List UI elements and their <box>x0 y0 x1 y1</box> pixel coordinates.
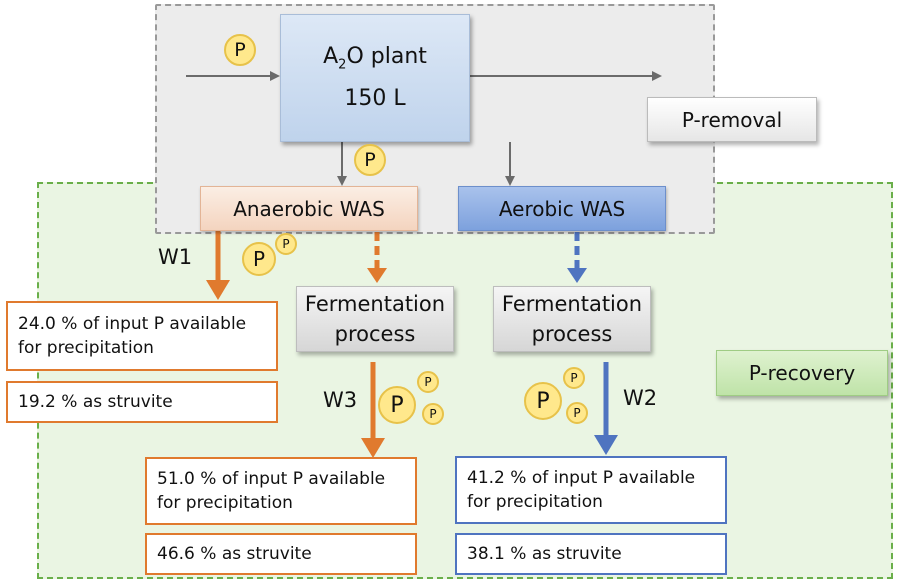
phosphorus-icon: P <box>524 382 562 420</box>
w2-available-line1: 41.2 % of input P available <box>467 468 696 488</box>
anaerobic-to-fermentation-arrow-head <box>367 268 387 283</box>
fermentation-box-aerobic: Fermentation process <box>493 286 651 352</box>
w2-available-box: 41.2 % of input P available for precipit… <box>455 456 727 524</box>
fermentation-label-line1: Fermentation <box>304 292 446 316</box>
w1-struvite-box: 19.2 % as struvite <box>6 381 278 423</box>
phosphorus-icon: P <box>224 34 256 66</box>
w2-arrow-head <box>594 435 618 455</box>
w3-label: W3 <box>323 388 358 412</box>
w2-struvite-box: 38.1 % as struvite <box>455 533 727 575</box>
w3-available-line2: for precipitation <box>157 493 293 513</box>
plant-title: A2O plant <box>323 43 427 73</box>
anaerobic-was-box: Anaerobic WAS <box>200 186 418 231</box>
w1-arrow-head <box>206 280 230 300</box>
phosphorus-icon: P <box>378 386 416 424</box>
phosphorus-icon-small: P <box>566 402 588 424</box>
w3-available-line1: 51.0 % of input P available <box>157 469 386 489</box>
phosphorus-icon-small: P <box>563 367 585 389</box>
w3-available-box: 51.0 % of input P available for precipit… <box>145 457 417 525</box>
w1-available-box: 24.0 % of input P available for precipit… <box>6 301 278 371</box>
plant-volume: 150 L <box>344 86 406 112</box>
phosphorus-icon: P <box>354 144 386 176</box>
w1-available-line2: for precipitation <box>18 338 154 358</box>
phosphorus-icon: P <box>242 242 276 276</box>
fermentation-label-line1: Fermentation <box>501 292 643 316</box>
w1-available-line1: 24.0 % of input P available <box>18 314 247 334</box>
phosphorus-icon-small: P <box>275 233 297 255</box>
w2-label: W2 <box>623 386 658 410</box>
fermentation-label-line2: process <box>531 322 613 346</box>
w2-available-line2: for precipitation <box>467 492 603 512</box>
fermentation-box-anaerobic: Fermentation process <box>296 286 454 352</box>
phosphorus-icon-small: P <box>422 403 444 425</box>
fermentation-label-line2: process <box>334 322 416 346</box>
a2o-plant-box: A2O plant 150 L <box>280 14 470 142</box>
p-removal-label: P-removal <box>647 97 817 142</box>
w3-arrow-head <box>361 438 385 458</box>
phosphorus-icon-small: P <box>417 371 439 393</box>
w1-label: W1 <box>158 245 193 269</box>
aerobic-to-fermentation-arrow-head <box>567 268 587 283</box>
p-recovery-label: P-recovery <box>716 350 888 396</box>
aerobic-was-box: Aerobic WAS <box>458 186 666 231</box>
w3-struvite-box: 46.6 % as struvite <box>145 533 417 575</box>
